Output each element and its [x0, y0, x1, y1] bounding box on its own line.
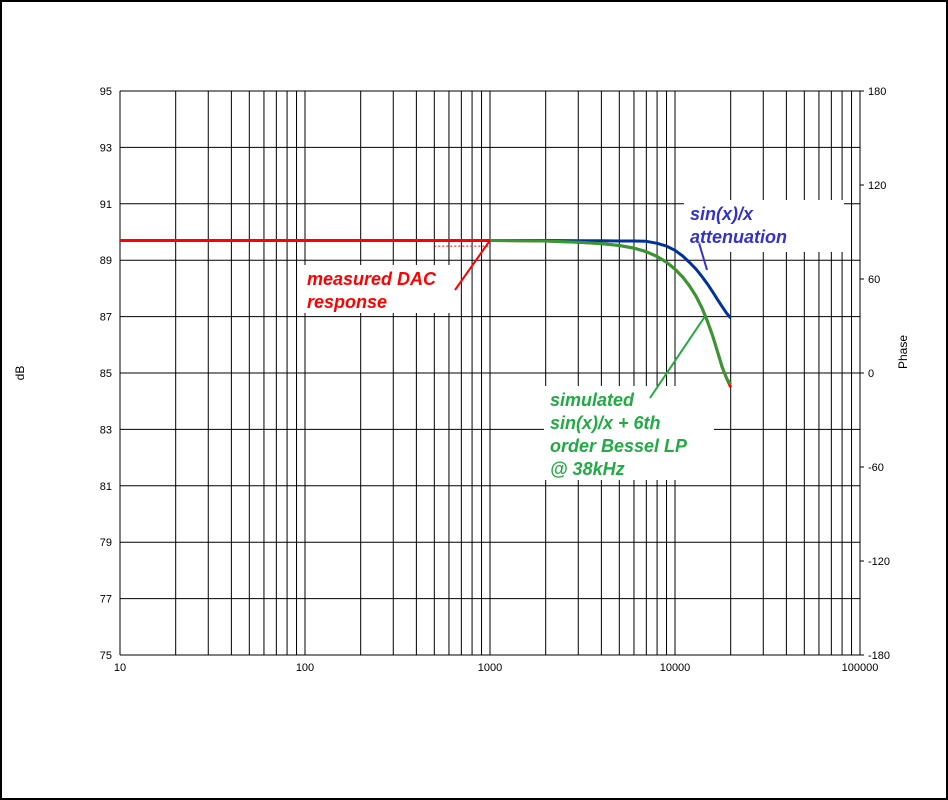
annotation-text: sin(x)/x: [690, 204, 754, 224]
x-tick-label: 100000: [842, 662, 879, 674]
series-layer: [120, 239, 733, 388]
y-axis-title: dB: [13, 366, 27, 381]
y-tick-label: 95: [100, 86, 112, 98]
annotation-text: order Bessel LP: [550, 436, 688, 456]
y-tick-label: 89: [100, 255, 112, 267]
y2-axis-title: Phase: [896, 335, 910, 369]
annotation-pointer: [454, 239, 491, 291]
y2-tick-label: -60: [868, 462, 884, 474]
annotation-text: simulated: [550, 390, 635, 410]
annotation: sin(x)/x attenuation: [684, 200, 844, 271]
y2-tick-label: -180: [868, 650, 890, 662]
y-tick-label: 85: [100, 368, 112, 380]
annotation-text: measured DAC: [307, 269, 437, 289]
y-tick-label: 81: [100, 481, 112, 493]
x-tick-label: 10000: [660, 662, 691, 674]
y-tick-label: 83: [100, 424, 112, 436]
y-tick-label: 79: [100, 537, 112, 549]
series-line: [489, 239, 732, 386]
annotation-background: [684, 200, 844, 252]
y2-tick-label: -120: [868, 556, 890, 568]
annotation-text: sin(x)/x + 6th: [550, 413, 661, 433]
x-tick-label: 100: [296, 662, 314, 674]
x-tick-label: 1000: [478, 662, 502, 674]
annotation-layer: measured DACresponsesin(x)/xattenuations…: [301, 200, 844, 480]
annotation-background: [301, 265, 451, 313]
y2-tick-label: 180: [868, 86, 886, 98]
annotation-background: [544, 386, 714, 480]
y2-tick-label: 60: [868, 274, 880, 286]
annotation: simulated sin(x)/x + 6th order Bessel LP @ …: [544, 316, 714, 480]
y-tick-label: 93: [100, 142, 112, 154]
y2-tick-label: 0: [868, 368, 874, 380]
x-tick-label: 10: [114, 662, 126, 674]
y-tick-label: 75: [100, 650, 112, 662]
axes: 75 77 79 81 83 85 87 89 91 93 95 -180 -120 -60 0 60 120 1…: [13, 86, 910, 674]
series-line: [120, 239, 733, 388]
y2-tick-label: 120: [868, 180, 886, 192]
annotation-text: @ 38kHz: [550, 459, 625, 479]
y-tick-label: 77: [100, 594, 112, 606]
annotation-pointer: [649, 316, 706, 399]
y-tick-label: 91: [100, 199, 112, 211]
y-tick-label: 87: [100, 312, 112, 324]
annotation-pointer: [698, 242, 708, 271]
annotation-text: response: [307, 292, 387, 312]
annotation: measured DAC response: [301, 239, 491, 313]
annotation-text: attenuation: [690, 227, 787, 247]
series-line: [490, 239, 732, 319]
grid: [119, 90, 861, 656]
